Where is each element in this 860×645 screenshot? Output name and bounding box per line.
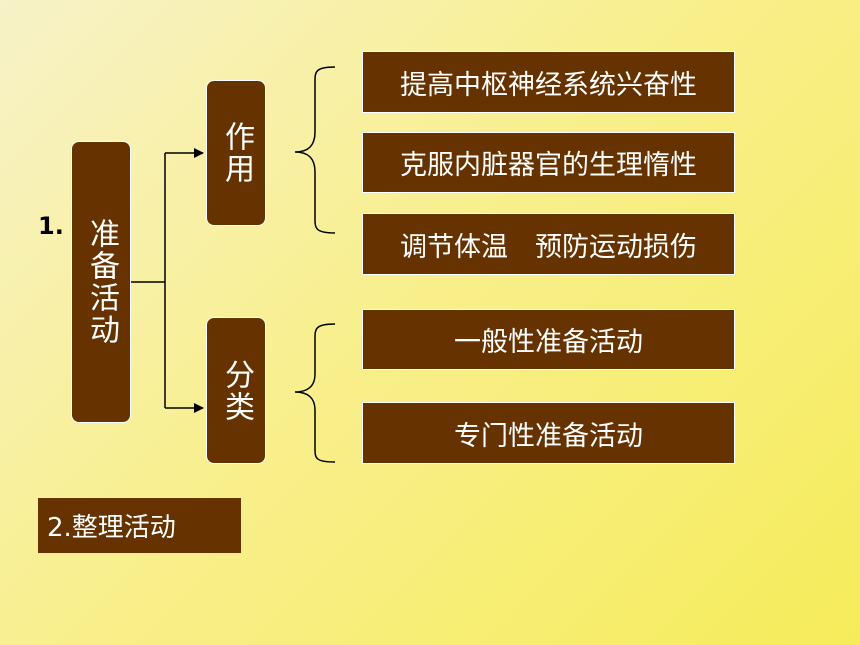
footer-node-zhengli-huodong: 2.整理活动 <box>38 498 241 553</box>
leaf-item-fenlei-1: 一般性准备活动 <box>362 309 735 370</box>
main-node-zhunbei-huodong: 准备活动 <box>71 141 131 423</box>
branch-node-zuoyong: 作用 <box>206 80 266 226</box>
leaf-item-zuoyong-3: 调节体温 预防运动损伤 <box>362 213 735 275</box>
branch-node-fenlei: 分类 <box>206 317 266 464</box>
leaf-item-zuoyong-2: 克服内脏器官的生理惰性 <box>362 132 735 193</box>
leaf-item-fenlei-2: 专门性准备活动 <box>362 402 735 464</box>
section-number-1: 1. <box>38 212 64 240</box>
brace-zuoyong <box>294 66 336 234</box>
leaf-item-zuoyong-1: 提高中枢神经系统兴奋性 <box>362 51 735 113</box>
brace-fenlei <box>294 323 336 463</box>
